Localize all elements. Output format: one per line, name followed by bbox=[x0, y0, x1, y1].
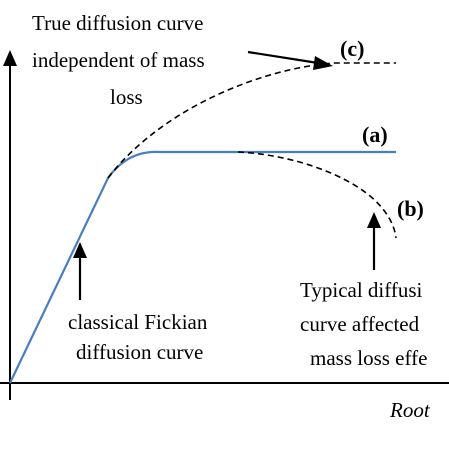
typical-line2: curve affected bbox=[300, 312, 420, 336]
true-curve-line2: independent of mass bbox=[32, 48, 205, 72]
arrow-fickian-head-icon bbox=[73, 242, 87, 258]
true-curve-line1: True diffusion curve bbox=[32, 11, 204, 35]
curve-c bbox=[107, 62, 396, 179]
fickian-line2: diffusion curve bbox=[76, 340, 203, 364]
curve-b bbox=[237, 151, 397, 239]
typical-line1: Typical diffusi bbox=[300, 278, 423, 302]
true-curve-line3: loss bbox=[110, 85, 143, 109]
arrow-to-c-head-icon bbox=[313, 56, 333, 70]
x-axis-label: Root bbox=[389, 398, 431, 422]
typical-line3: mass loss effe bbox=[310, 346, 427, 370]
y-axis-arrow-icon bbox=[3, 50, 17, 66]
label-c: (c) bbox=[340, 36, 364, 61]
arrow-typical-head-icon bbox=[367, 212, 381, 228]
label-a: (a) bbox=[362, 122, 388, 147]
label-b: (b) bbox=[397, 196, 424, 221]
fickian-line1: classical Fickian bbox=[68, 310, 208, 334]
arrow-to-c bbox=[247, 50, 319, 65]
